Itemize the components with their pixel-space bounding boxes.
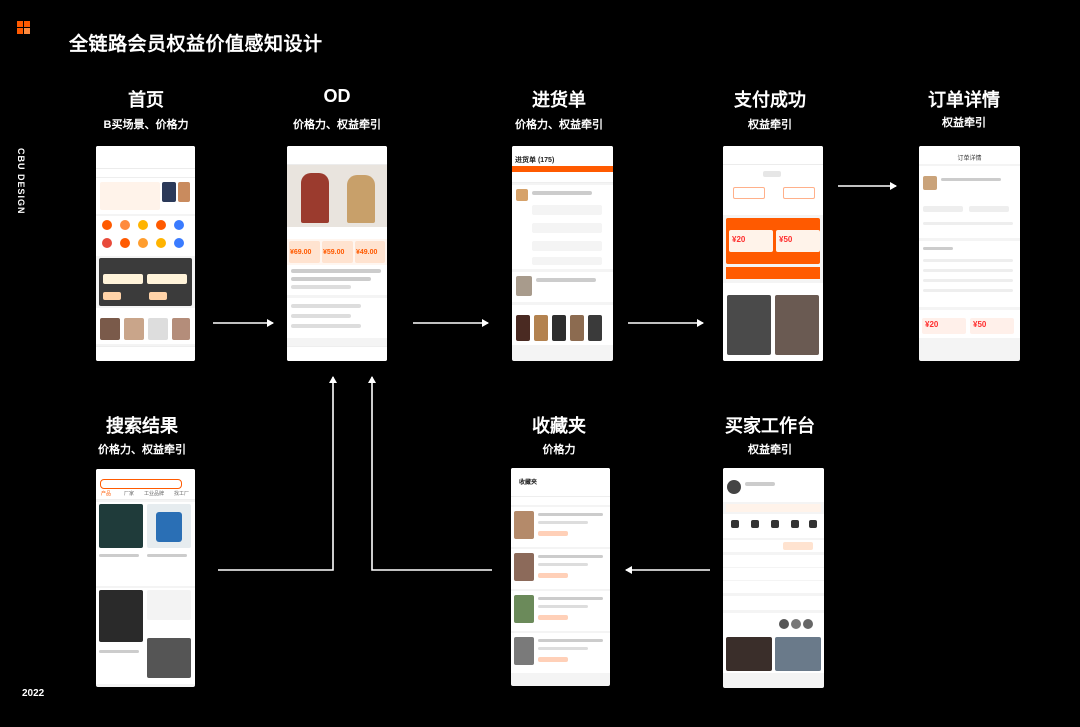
stage-title-home: 首页	[128, 90, 164, 110]
search-tab-products[interactable]: 产品	[101, 491, 112, 497]
cbu-design-logo	[17, 21, 31, 67]
side-brand: CBU DESIGN	[16, 148, 26, 215]
stage-title-paid: 支付成功	[734, 90, 806, 110]
screen-home	[96, 146, 195, 361]
stage-subtitle-paid: 权益牵引	[748, 119, 792, 131]
year-label: 2022	[22, 688, 45, 699]
screen-cart: 进货单 (175)	[512, 146, 613, 361]
stage-title-workbench: 买家工作台	[725, 416, 815, 436]
stage-title-order: 订单详情	[928, 90, 1000, 110]
search-tab-factories[interactable]: 厂家	[124, 491, 135, 497]
stage-subtitle-home: B买场景、价格力	[103, 119, 189, 131]
screen-workbench	[723, 468, 824, 688]
flow-arrow-search-od	[218, 376, 337, 571]
page-title: 全链路会员权益价值感知设计	[69, 34, 323, 55]
screen-order: 订单详情 ¥20 ¥50	[919, 146, 1020, 361]
screen-search: 产品 厂家 工业品牌 找工厂	[96, 469, 195, 687]
stage-subtitle-search: 价格力、权益牵引	[98, 444, 186, 456]
logo-square	[24, 28, 30, 34]
od-price-2: ¥59.00	[323, 249, 345, 256]
screen-od: ¥69.00 ¥59.00 ¥49.00	[287, 146, 387, 361]
od-price-1: ¥69.00	[290, 249, 312, 256]
paid-coupon-2: ¥50	[779, 235, 793, 244]
cart-header: 进货单 (175)	[515, 157, 555, 164]
stage-subtitle-favorites: 价格力	[542, 444, 576, 456]
order-header: 订单详情	[957, 156, 982, 162]
stage-subtitle-cart: 价格力、权益牵引	[515, 119, 603, 131]
logo-square	[17, 28, 23, 34]
stage-title-od: OD	[323, 86, 351, 106]
logo-square	[24, 21, 30, 27]
order-coupon-1: ¥20	[925, 320, 939, 329]
stage-subtitle-workbench: 权益牵引	[748, 444, 792, 456]
logo-square	[17, 21, 23, 27]
screen-favorites: 收藏夹	[511, 468, 610, 686]
screen-paid: ¥20 ¥50	[723, 146, 823, 361]
stage-title-cart: 进货单	[532, 90, 586, 110]
stage-subtitle-od: 价格力、权益牵引	[293, 119, 381, 131]
search-tab-find-factory[interactable]: 找工厂	[174, 491, 190, 497]
flow-arrow-favorites-od	[368, 376, 492, 571]
od-price-3: ¥49.00	[356, 249, 378, 256]
favorites-header: 收藏夹	[519, 480, 538, 486]
order-coupon-2: ¥50	[973, 320, 987, 329]
stage-title-favorites: 收藏夹	[532, 416, 586, 436]
search-tab-brands[interactable]: 工业品牌	[144, 491, 165, 497]
stage-subtitle-order: 权益牵引	[942, 117, 986, 129]
paid-coupon-1: ¥20	[732, 235, 746, 244]
stage-title-search: 搜索结果	[106, 416, 178, 436]
